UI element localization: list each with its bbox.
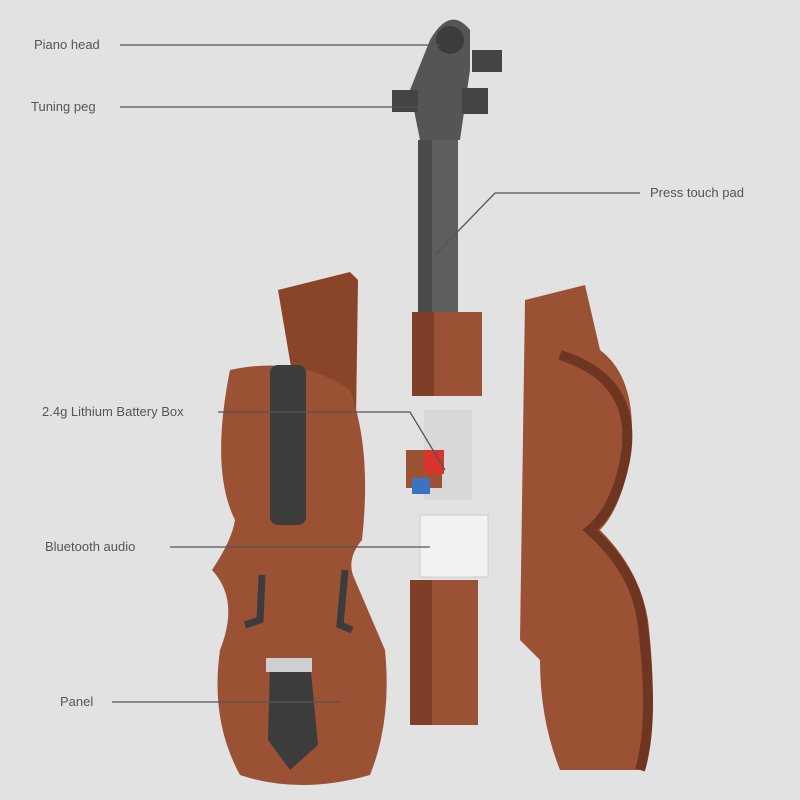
label-bluetooth-audio: Bluetooth audio — [45, 539, 136, 554]
label-battery-box: 2.4g Lithium Battery Box — [42, 404, 184, 419]
label-panel: Panel — [60, 694, 94, 709]
neck-piece — [392, 19, 502, 320]
back-panel-rim — [558, 350, 654, 772]
fingerboard-top — [270, 365, 306, 525]
label-piano-head: Piano head — [34, 37, 100, 52]
f-holes — [243, 569, 354, 634]
leader-lines — [112, 44, 640, 703]
upper-brick-block — [412, 312, 482, 396]
battery-box-part — [406, 410, 472, 500]
chin-pegs — [266, 658, 312, 672]
tailpiece — [268, 662, 318, 770]
label-press-touch-pad: Press touch pad — [650, 185, 744, 200]
front-panel — [212, 365, 387, 785]
label-tuning-peg: Tuning peg — [31, 99, 96, 114]
bluetooth-audio-part — [419, 514, 489, 578]
lower-brick-block — [410, 580, 478, 725]
